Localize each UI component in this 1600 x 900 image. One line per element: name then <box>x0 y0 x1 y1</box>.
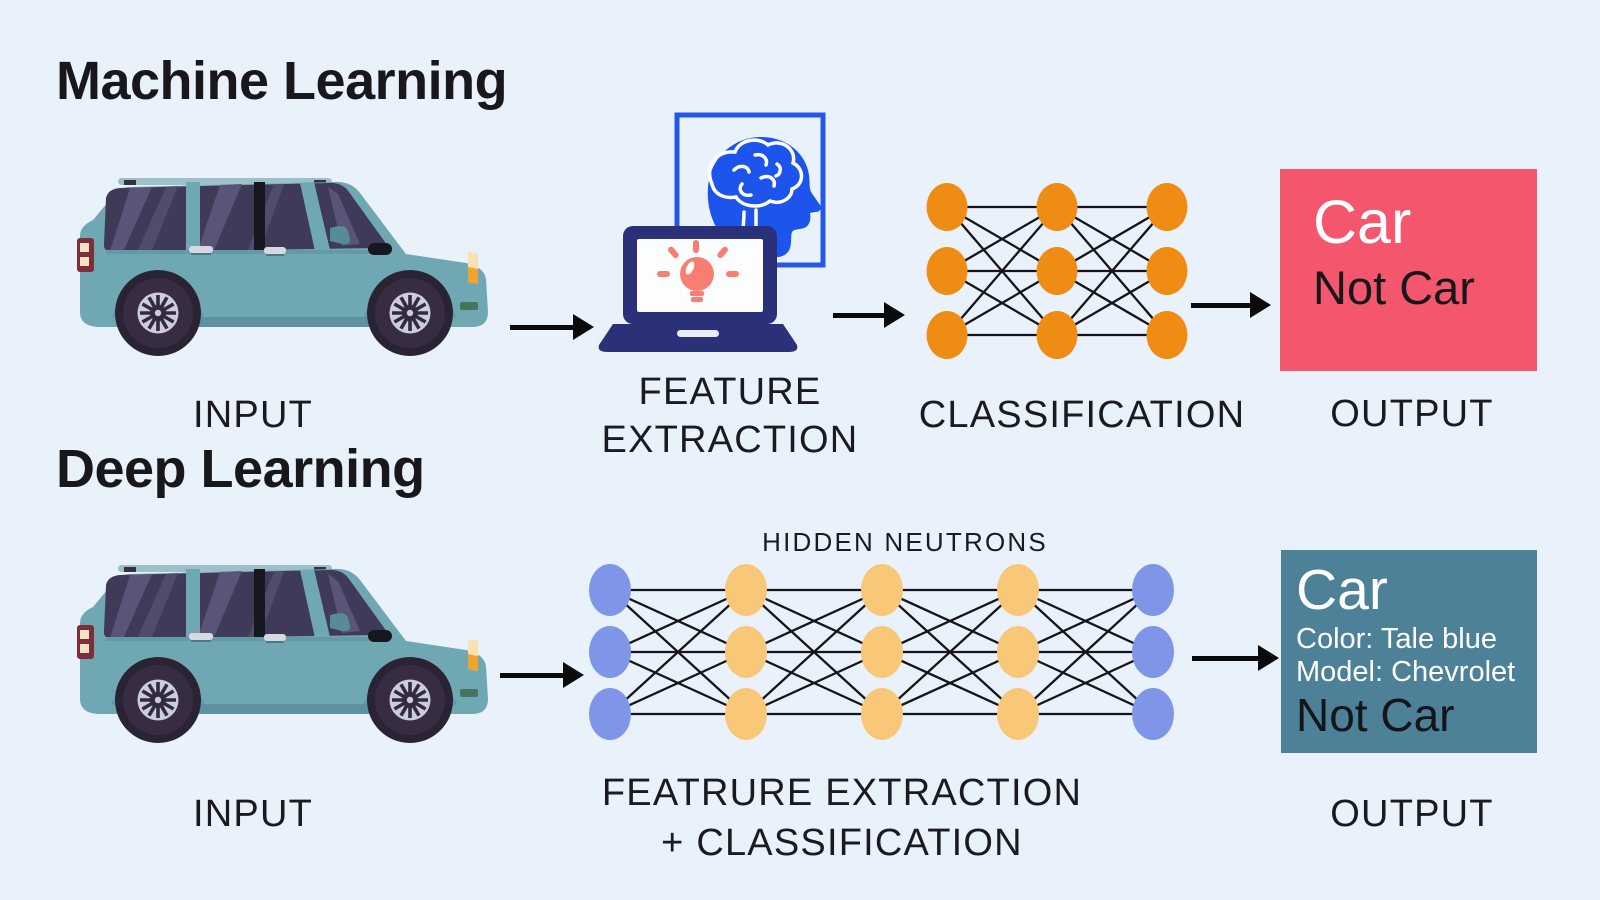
ml-arrow-classification-to-output <box>1191 292 1271 318</box>
network-edge <box>1056 206 1168 336</box>
network-node <box>861 564 903 616</box>
network-node <box>997 626 1039 678</box>
ml-input-label: INPUT <box>193 394 313 436</box>
feature-extraction-label-line2: EXTRACTION <box>601 419 859 461</box>
dl-input-car-illustration <box>68 553 492 743</box>
ml-section-title: Machine Learning <box>56 51 508 111</box>
network-edge <box>745 589 883 715</box>
arrow-head-icon <box>563 662 584 688</box>
arrow-shaft <box>1192 655 1258 661</box>
feature-extraction-icon <box>598 112 826 352</box>
brain-icon <box>707 138 804 234</box>
dl-output-secondary: Not Car <box>1296 689 1455 741</box>
laptop-icon <box>598 226 798 352</box>
ml-arrow-feature-to-classification <box>833 302 905 328</box>
network-edge <box>881 589 1019 715</box>
dl-input-label: INPUT <box>193 793 313 835</box>
arrow-shaft <box>833 312 884 318</box>
ml-input-car-illustration <box>68 166 492 356</box>
ml-output-box: Car Not Car <box>1280 169 1537 371</box>
dl-section-title: Deep Learning <box>56 439 425 499</box>
network-node <box>997 564 1039 616</box>
network-edge <box>609 588 747 654</box>
ml-output-label: OUTPUT <box>1330 393 1494 435</box>
arrow-shaft <box>1191 302 1250 308</box>
network-node <box>1146 183 1188 231</box>
network-node <box>725 688 767 740</box>
network-node <box>1036 311 1078 359</box>
ml-arrow-input-to-feature <box>510 314 594 340</box>
network-node <box>926 183 968 231</box>
network-edge <box>1017 650 1154 716</box>
network-node <box>861 626 903 678</box>
network-node <box>589 626 631 678</box>
network-node <box>997 688 1039 740</box>
dl-arrow-input-to-network <box>500 662 584 688</box>
arrow-head-icon <box>1258 645 1279 671</box>
dl-network-label-line2: + CLASSIFICATION <box>661 822 1023 864</box>
network-node <box>725 626 767 678</box>
dl-network-label-line1: FEATRURE EXTRACTION <box>601 772 1083 814</box>
arrow-head-icon <box>1250 292 1271 318</box>
network-edge <box>745 588 883 654</box>
ml-classification-network <box>926 183 1188 359</box>
dl-arrow-network-to-output <box>1192 645 1279 671</box>
network-edge <box>609 650 747 716</box>
network-node <box>589 564 631 616</box>
network-node <box>1132 564 1174 616</box>
network-edge <box>745 650 883 716</box>
network-node <box>589 688 631 740</box>
network-edge <box>946 206 1058 336</box>
network-edge <box>881 650 1019 716</box>
arrow-shaft <box>510 324 573 330</box>
network-node <box>1146 311 1188 359</box>
network-edge <box>881 588 1019 654</box>
network-node <box>926 247 968 295</box>
network-node <box>926 311 968 359</box>
feature-extraction-label: FEATURE EXTRACTION <box>602 368 859 464</box>
dl-output-detail-color: Color: Tale blue <box>1296 623 1497 655</box>
dl-output-primary: Car <box>1296 558 1388 622</box>
dl-output-box: Car Color: Tale blue Model: Chevrolet No… <box>1281 550 1537 753</box>
network-edge <box>1017 589 1154 715</box>
dl-hidden-neurons-label: HIDDEN NEUTRONS <box>762 527 1048 557</box>
ml-output-secondary: Not Car <box>1313 261 1475 314</box>
ml-classification-label: CLASSIFICATION <box>918 394 1246 436</box>
ml-output-primary: Car <box>1313 188 1412 256</box>
network-node <box>725 564 767 616</box>
network-edge <box>609 589 747 715</box>
dl-section: Deep Learning INPUT HIDDEN NEUTRONS FEAT… <box>0 430 1600 900</box>
network-node <box>1036 183 1078 231</box>
network-node <box>1036 247 1078 295</box>
network-node <box>861 688 903 740</box>
dl-output-detail-model: Model: Chevrolet <box>1296 656 1516 688</box>
arrow-head-icon <box>884 302 905 328</box>
network-node <box>1132 688 1174 740</box>
feature-extraction-label-line1: FEATURE <box>638 371 822 413</box>
network-node <box>1132 626 1174 678</box>
arrow-head-icon <box>573 314 594 340</box>
ml-section: Machine Learning INPUT <box>0 0 1600 461</box>
network-node <box>1146 247 1188 295</box>
arrow-shaft <box>500 672 563 678</box>
dl-network <box>589 564 1174 740</box>
dl-output-label: OUTPUT <box>1330 793 1494 835</box>
network-edge <box>1017 588 1154 654</box>
dl-network-label: FEATRURE EXTRACTION + CLASSIFICATION <box>602 768 1082 868</box>
